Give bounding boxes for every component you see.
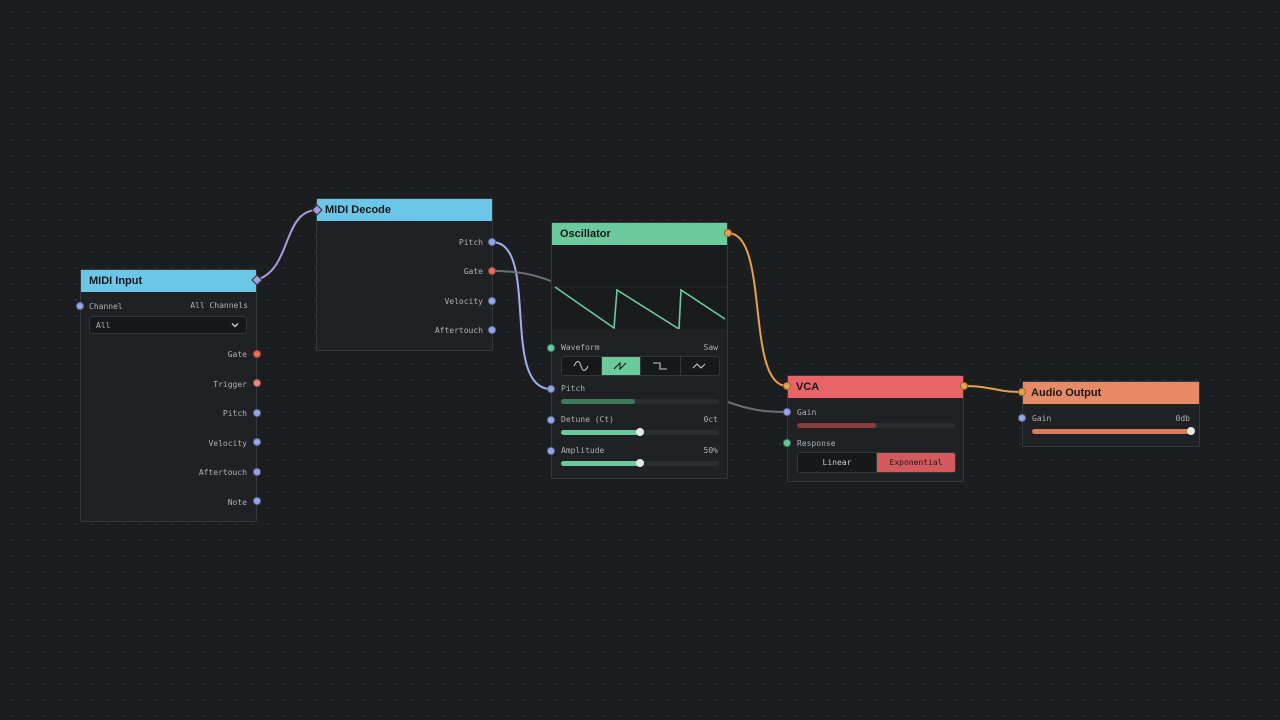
saw-icon[interactable] xyxy=(601,357,641,375)
detune-slider[interactable] xyxy=(561,428,719,436)
midi-decode-gate-port[interactable] xyxy=(488,267,496,275)
wire-midi-input-to-decode xyxy=(255,209,317,281)
wire-decode-gate-to-vca xyxy=(491,270,552,282)
response-label: Response xyxy=(797,439,836,448)
node-header[interactable]: Audio Output xyxy=(1023,382,1199,404)
midi-decode-aftertouch-port[interactable] xyxy=(488,326,496,334)
gain-slider-thumb[interactable] xyxy=(1187,427,1195,435)
oscillator-detune-port[interactable] xyxy=(547,416,555,424)
vca-gain-port[interactable] xyxy=(783,408,791,416)
audio-output-node[interactable]: Audio Output Gain 0db xyxy=(1022,381,1200,447)
square-icon[interactable] xyxy=(641,357,681,375)
channel-value: All Channels xyxy=(190,301,248,310)
oscillator-pitch-port[interactable] xyxy=(547,385,555,393)
node-title: VCA xyxy=(796,381,820,393)
midi-decode-node[interactable]: MIDI Decode Pitch Gate Velocity Aftertou… xyxy=(316,198,493,351)
vca-node[interactable]: VCA Gain Response Linear Exponential xyxy=(787,375,964,482)
gain-label: Gain xyxy=(797,408,817,417)
midi-input-note-port[interactable] xyxy=(253,497,261,505)
oscillator-out-port[interactable] xyxy=(724,229,732,237)
gain-bar-fill xyxy=(797,423,876,428)
output-label-pitch: Pitch xyxy=(458,238,483,247)
gain-slider[interactable] xyxy=(1032,427,1195,435)
wire-vca-out-to-audio xyxy=(963,385,1023,393)
wire-decode-gate-to-vca-tail xyxy=(727,401,788,413)
output-label-trigger: Trigger xyxy=(213,380,247,389)
midi-input-node[interactable]: MIDI Input Channel All Channels All Gate… xyxy=(80,269,257,522)
detune-value: 0ct xyxy=(703,415,718,424)
detune-label: Detune (Ct) xyxy=(561,415,614,424)
midi-input-channel-in-port[interactable] xyxy=(76,302,84,310)
midi-input-pitch-port[interactable] xyxy=(253,409,261,417)
response-option-linear[interactable]: Linear xyxy=(798,453,877,472)
amplitude-label: Amplitude xyxy=(561,446,605,455)
sine-icon[interactable] xyxy=(562,357,602,375)
pitch-label: Pitch xyxy=(561,384,586,393)
wire-decode-pitch-to-osc-pitch xyxy=(491,241,552,390)
vca-out-port[interactable] xyxy=(960,382,968,390)
node-title: Audio Output xyxy=(1031,387,1102,399)
output-label-aftertouch: Aftertouch xyxy=(434,326,483,335)
triangle-icon[interactable] xyxy=(681,357,720,375)
node-header[interactable]: MIDI Decode xyxy=(317,199,492,221)
oscillator-node[interactable]: Oscillator Waveform Saw Pitch Detune (Ct… xyxy=(551,222,728,479)
oscillator-waveform-port[interactable] xyxy=(547,344,555,352)
output-label-pitch: Pitch xyxy=(222,409,247,418)
midi-input-gate-port[interactable] xyxy=(253,350,261,358)
waveform-label: Waveform xyxy=(561,343,600,352)
response-selector[interactable]: Linear Exponential xyxy=(797,452,956,473)
detune-slider-thumb[interactable] xyxy=(636,428,644,436)
node-header[interactable]: MIDI Input xyxy=(81,270,256,292)
output-label-gate: Gate xyxy=(463,267,483,276)
channel-select-value: All xyxy=(96,320,111,330)
gain-bar[interactable] xyxy=(797,423,955,428)
chevron-down-icon xyxy=(231,323,239,328)
waveform-selector[interactable] xyxy=(561,356,720,376)
pitch-bar-fill xyxy=(561,399,635,404)
oscillator-amplitude-port[interactable] xyxy=(547,447,555,455)
amplitude-slider-fill xyxy=(561,461,640,466)
gain-value: 0db xyxy=(1175,414,1190,423)
midi-decode-pitch-port[interactable] xyxy=(488,238,496,246)
amplitude-value: 50% xyxy=(703,446,718,455)
response-option-exponential[interactable]: Exponential xyxy=(877,453,955,472)
waveform-value: Saw xyxy=(703,343,718,352)
midi-input-aftertouch-port[interactable] xyxy=(253,468,261,476)
vca-in-port[interactable] xyxy=(783,382,791,390)
output-label-velocity: Velocity xyxy=(208,439,247,448)
waveform-preview xyxy=(552,245,727,329)
node-header[interactable]: Oscillator xyxy=(552,223,727,245)
midi-decode-velocity-port[interactable] xyxy=(488,297,496,305)
pitch-bar[interactable] xyxy=(561,399,719,404)
amplitude-slider[interactable] xyxy=(561,459,719,467)
gain-label: Gain xyxy=(1032,414,1052,423)
output-label-gate: Gate xyxy=(227,350,247,359)
output-label-note: Note xyxy=(227,498,247,507)
gain-slider-fill xyxy=(1032,429,1191,434)
channel-select[interactable]: All xyxy=(89,316,247,334)
detune-slider-fill xyxy=(561,430,640,435)
midi-input-velocity-port[interactable] xyxy=(253,438,261,446)
channel-label: Channel xyxy=(89,302,123,311)
amplitude-slider-thumb[interactable] xyxy=(636,459,644,467)
output-label-aftertouch: Aftertouch xyxy=(198,468,247,477)
node-title: Oscillator xyxy=(560,228,611,240)
audio-output-in-port[interactable] xyxy=(1018,388,1026,396)
node-header[interactable]: VCA xyxy=(788,376,963,398)
output-label-velocity: Velocity xyxy=(444,297,483,306)
vca-response-port[interactable] xyxy=(783,439,791,447)
wire-osc-out-to-vca xyxy=(727,232,788,387)
audio-output-gain-port[interactable] xyxy=(1018,414,1026,422)
midi-input-trigger-port[interactable] xyxy=(253,379,261,387)
node-title: MIDI Decode xyxy=(325,204,392,216)
node-title: MIDI Input xyxy=(89,275,143,287)
